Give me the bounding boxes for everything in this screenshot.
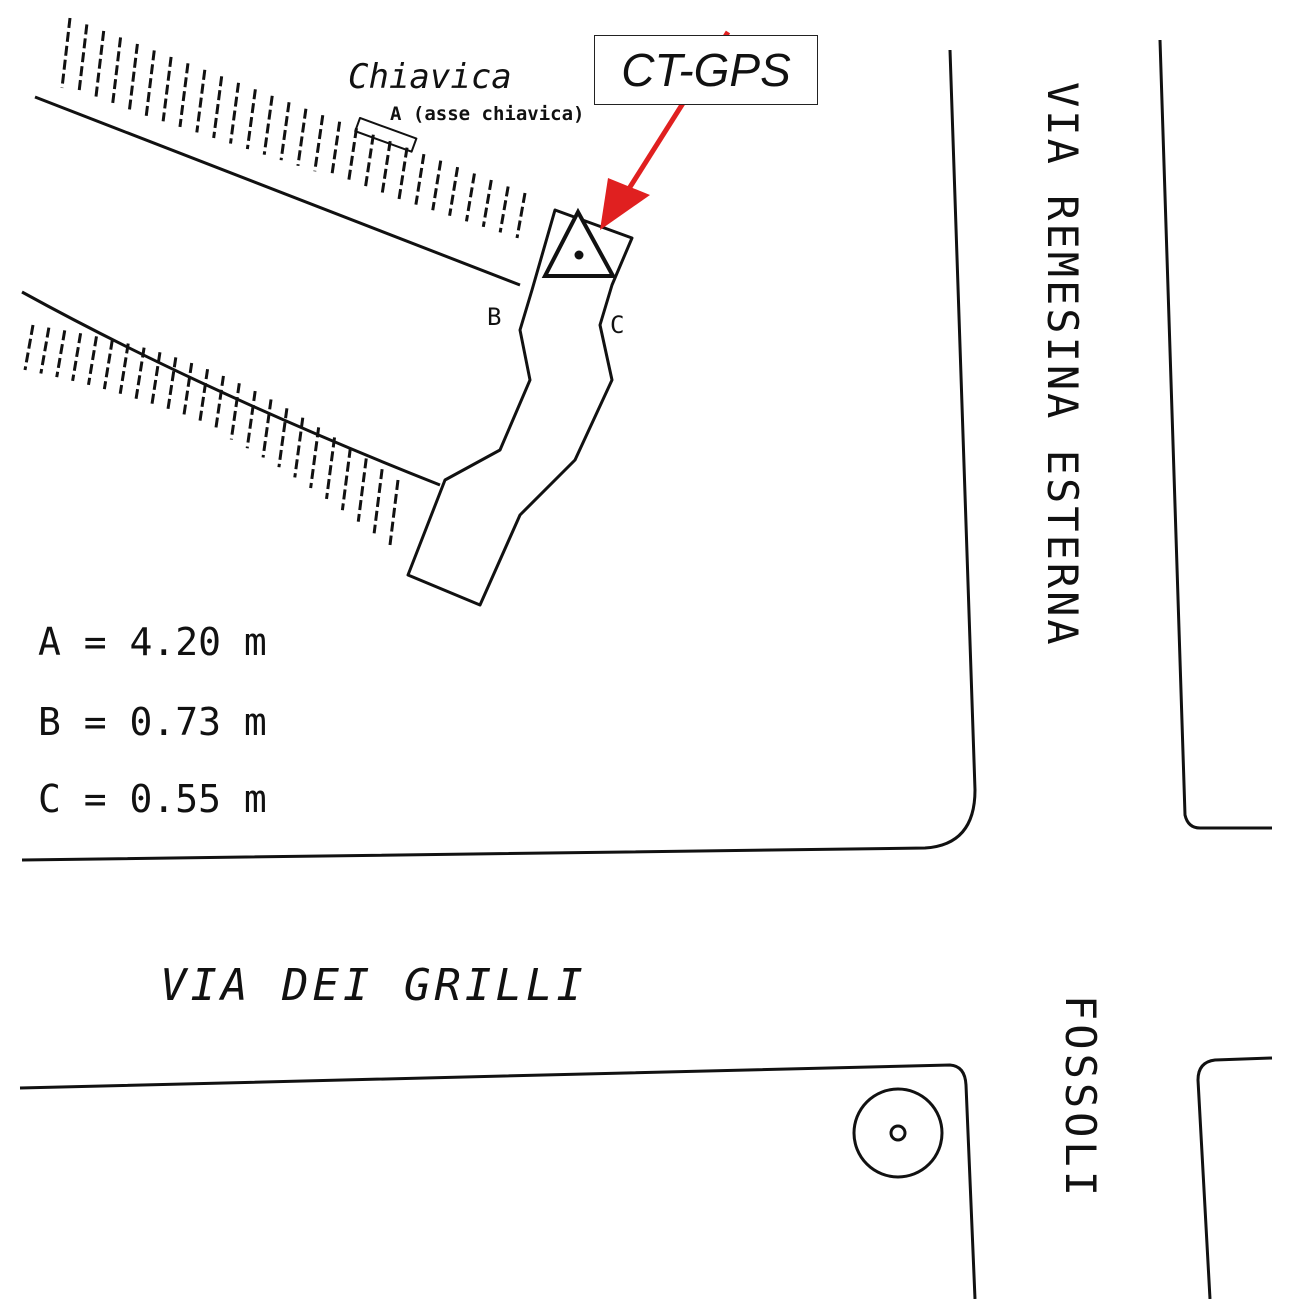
hatch-tick <box>60 17 72 89</box>
hatch-tick <box>198 368 210 424</box>
measurement-c: C = 0.55 m <box>38 777 267 821</box>
hatch-tick <box>388 479 400 546</box>
manhole-icon <box>852 1087 944 1179</box>
road-edge-east-south <box>1196 1056 1273 1299</box>
hatch-tick <box>144 50 156 116</box>
point-c-label: C <box>610 311 624 339</box>
hatch-tick <box>481 179 493 228</box>
hatch-tick <box>356 458 368 522</box>
culvert-outline <box>406 208 634 607</box>
gps-point-dot <box>574 250 584 260</box>
hatch-tick <box>277 408 289 468</box>
hatch-tick <box>245 89 257 150</box>
hatch-tick <box>118 343 130 394</box>
hatch-tick <box>340 447 352 511</box>
hatch-tick <box>372 468 384 534</box>
hatch-tick <box>178 63 190 128</box>
manhole-center-icon <box>889 1124 907 1142</box>
hatch-tick <box>279 102 291 161</box>
axis-label: A (asse chiavica) <box>390 103 584 125</box>
hatch-tick <box>39 327 51 374</box>
measurement-a: A = 4.20 m <box>38 620 267 664</box>
road-edge-south <box>19 1063 977 1299</box>
hatch-tick <box>261 399 273 458</box>
embankment-top-line <box>34 95 521 287</box>
hatch-tick <box>363 134 375 189</box>
street-via-remesina-esterna: VIA REMESINA ESTERNA <box>1038 82 1087 648</box>
hatch-tick <box>448 166 460 217</box>
hatch-tick <box>94 30 106 100</box>
hatch-tick <box>515 192 527 239</box>
road-edge-east-north <box>1158 39 1272 830</box>
hatch-tick <box>313 115 325 172</box>
hatch-tick <box>296 108 308 166</box>
hatch-tick <box>55 330 67 378</box>
hatch-tick <box>431 160 443 211</box>
point-b-label: B <box>487 303 501 331</box>
street-via-dei-grilli: VIA DEI GRILLI <box>160 960 587 1011</box>
hatch-tick <box>229 82 241 144</box>
hatch-tick <box>71 333 83 382</box>
hatch-tick <box>464 173 476 222</box>
hatch-tick <box>346 127 358 183</box>
hatch-tick <box>23 324 35 371</box>
hatch-tick <box>195 69 207 133</box>
gps-triangle-icon <box>541 207 617 278</box>
embankment-bottom-line <box>21 290 441 487</box>
hatch-tick <box>182 362 194 417</box>
chiavica-label: Chiavica <box>348 57 512 97</box>
hatch-tick <box>77 24 89 94</box>
embankment-hatch-bottom <box>23 324 400 546</box>
ct-gps-label: CT-GPS <box>594 35 818 105</box>
embankment-hatch-top <box>60 17 527 239</box>
street-fossoli: FOSSOLI <box>1056 995 1105 1200</box>
hatch-tick <box>262 95 274 155</box>
hatch-tick <box>127 43 139 111</box>
hatch-tick <box>397 147 409 200</box>
road-edge-north <box>21 49 977 862</box>
measurement-b: B = 0.73 m <box>38 700 267 744</box>
hatch-tick <box>166 357 178 411</box>
hatch-tick <box>293 417 305 478</box>
hatch-tick <box>213 375 225 432</box>
hatch-tick <box>330 121 342 178</box>
hatch-tick <box>245 390 257 449</box>
hatch-tick <box>325 437 337 500</box>
culvert-axis-marker <box>354 116 418 153</box>
hatch-tick <box>380 140 392 194</box>
hatch-tick <box>102 339 114 390</box>
hatch-tick <box>229 383 241 440</box>
hatch-tick <box>309 427 321 489</box>
gps-arrow-head-icon <box>600 178 650 230</box>
hatch-tick <box>414 153 426 205</box>
hatch-tick <box>212 76 224 139</box>
hatch-tick <box>86 336 98 386</box>
hatch-tick <box>161 56 173 122</box>
hatch-tick <box>498 186 510 233</box>
hatch-tick <box>111 37 123 105</box>
